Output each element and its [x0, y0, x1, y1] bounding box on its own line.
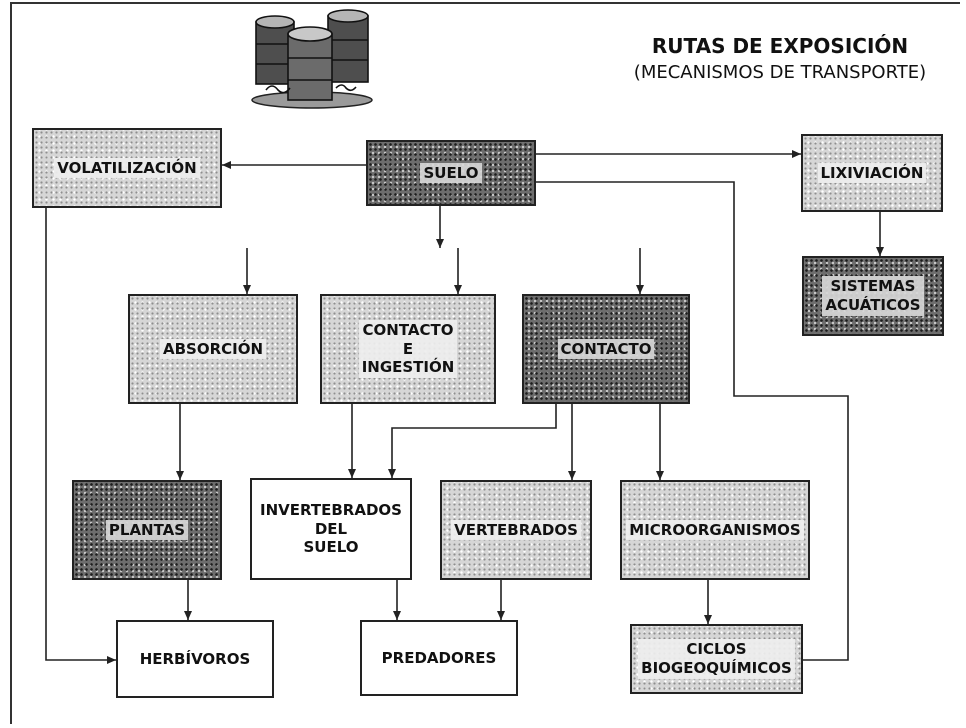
- node-absorcion: ABSORCIÓN: [128, 294, 298, 404]
- edge-ciclos-suelo: [514, 178, 849, 661]
- node-contacto: CONTACTO: [522, 294, 690, 404]
- node-invertebrados: INVERTEBRADOS DEL SUELO: [250, 478, 412, 580]
- toxic-barrels-icon: [251, 9, 373, 109]
- node-lixiviacion: LIXIVIACIÓN: [801, 134, 943, 212]
- edge-contacto-invertebrados: [388, 404, 557, 478]
- node-suelo: SUELO: [366, 140, 536, 206]
- node-contacto-ingestion: CONTACTO E INGESTIÓN: [320, 294, 496, 404]
- node-microorganismos: MICROORGANISMOS: [620, 480, 810, 580]
- node-volatilizacion: VOLATILIZACIÓN: [32, 128, 222, 208]
- node-predadores: PREDADORES: [360, 620, 518, 696]
- edge-volatilizacion-herbivoros: [45, 208, 116, 664]
- diagram-frame: [10, 2, 960, 724]
- node-herbivoros: HERBÍVOROS: [116, 620, 274, 698]
- node-ciclos: CICLOS BIOGEOQUÍMICOS: [630, 624, 803, 694]
- node-vertebrados: VERTEBRADOS: [440, 480, 592, 580]
- diagram-title: RUTAS DE EXPOSICIÓN: [651, 34, 909, 58]
- node-sistemas-acuaticos: SISTEMAS ACUÁTICOS: [802, 256, 944, 336]
- diagram-subtitle: (MECANISMOS DE TRANSPORTE): [633, 62, 927, 83]
- node-plantas: PLANTAS: [72, 480, 222, 580]
